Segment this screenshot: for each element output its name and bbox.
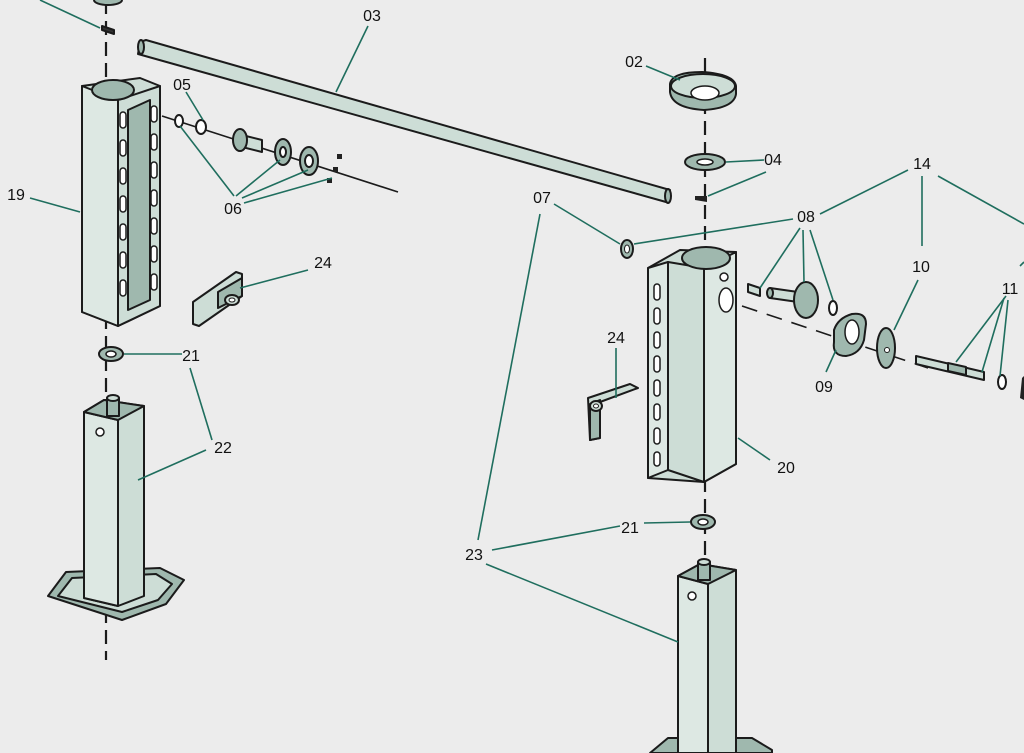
- right-side-axis: [741, 305, 929, 369]
- callout-14: 14: [913, 156, 931, 173]
- top-cap-part: [93, 0, 123, 35]
- upper-tube-part-19: [81, 77, 161, 327]
- callout-labels: 03 02 05 06 04 14 07 08 19 10 24 11 21 2…: [7, 8, 1018, 564]
- callout-22: 22: [214, 440, 232, 457]
- bracket-part-24-right: [587, 383, 639, 441]
- washers-part-05: [174, 114, 207, 135]
- upper-tube-part-20: [647, 246, 737, 483]
- ring-part-21-left: [98, 346, 124, 362]
- callout-24-right: 24: [607, 330, 625, 347]
- lower-leg-part-23: [649, 558, 773, 753]
- lower-leg-part-22: [47, 394, 185, 621]
- disc-part-10: [876, 327, 896, 369]
- callout-02: 02: [625, 54, 643, 71]
- callout-20: 20: [777, 460, 795, 477]
- cam-plate-part-09: [832, 312, 867, 357]
- callout-09: 09: [815, 379, 833, 396]
- callout-10: 10: [912, 259, 930, 276]
- shaft-assembly-part-08: [747, 281, 838, 319]
- ring-part-07: [620, 239, 634, 259]
- rod-part-03: [137, 39, 672, 204]
- callout-05: 05: [173, 77, 191, 94]
- callout-06: 06: [224, 201, 242, 218]
- callout-23: 23: [465, 547, 483, 564]
- callout-24-left: 24: [314, 255, 332, 272]
- leader-lines: [29, 0, 1024, 643]
- callout-03: 03: [363, 8, 381, 25]
- callout-08: 08: [797, 209, 815, 226]
- callout-07: 07: [533, 190, 551, 207]
- callout-21-left: 21: [182, 348, 200, 365]
- callout-19: 19: [7, 187, 25, 204]
- callout-11: 11: [1002, 281, 1019, 298]
- top-cap-part-02: [669, 71, 737, 111]
- ring-part-21-right: [690, 514, 716, 530]
- callout-04: 04: [764, 152, 782, 169]
- washer-part-04: [684, 153, 726, 202]
- bracket-part-24-left: [192, 271, 243, 327]
- bolt-assembly-part-06: [232, 128, 342, 183]
- crank-shaft-part-11: [915, 355, 1024, 400]
- callout-21-right: 21: [621, 520, 639, 537]
